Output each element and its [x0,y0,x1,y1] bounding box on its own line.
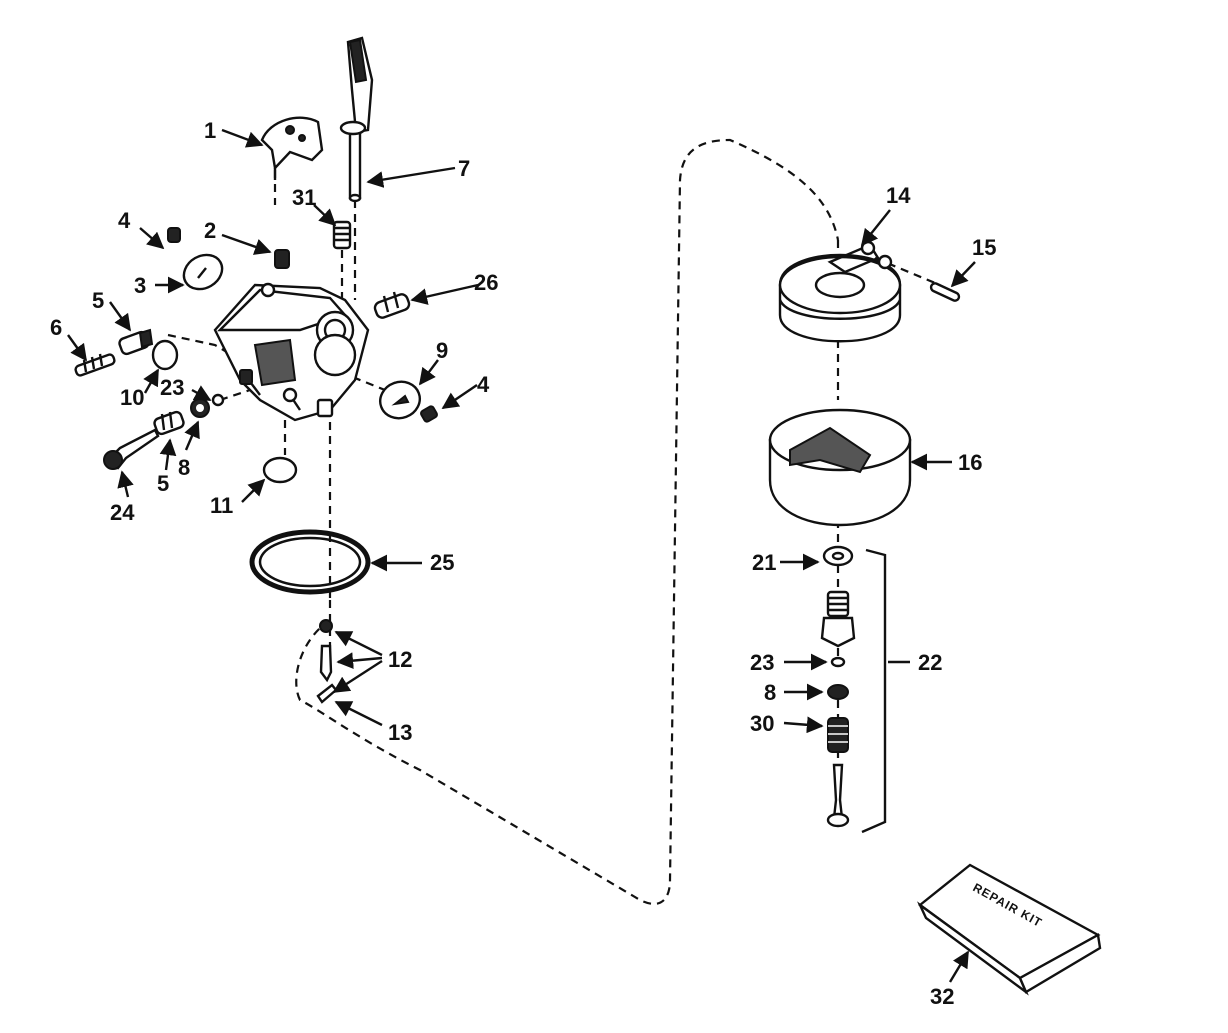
spring-part-5-lower [153,410,185,436]
label-6: 6 [50,315,62,340]
choke-shaft-part [339,36,374,203]
washer-part-8-right [827,684,849,700]
carburetor-body-part [213,282,370,422]
float-pin-part [929,282,961,302]
label-13: 13 [388,720,412,745]
washer-part-8-left [190,398,210,418]
label-2: 2 [204,218,216,243]
main-jet-needle-part [826,763,850,828]
label-4-left: 4 [118,208,131,233]
label-5-upper: 5 [92,288,104,313]
spring-part-31 [332,220,352,250]
spring-part-5-upper [118,328,154,356]
spring-part-2 [274,249,290,269]
washer-part-21 [822,545,854,567]
label-7: 7 [458,156,470,181]
screw-part-4-right [420,405,438,423]
label-24: 24 [110,500,135,525]
repair-kit-part: REPAIR KIT [916,863,1102,996]
label-15: 15 [972,235,996,260]
float-part-14 [778,240,902,343]
label-10: 10 [120,385,144,410]
label-8-right: 8 [764,680,776,705]
label-25: 25 [430,550,454,575]
bowl-gasket-part [249,529,371,595]
bowl-nut-part [820,590,856,648]
leader-arrows [67,128,976,983]
choke-plate-part [379,380,421,420]
label-4-right: 4 [477,372,490,397]
label-31: 31 [292,185,316,210]
bracket-22 [861,548,887,834]
part-labels: 1 7 31 2 4 3 26 5 6 9 10 23 4 8 5 24 11 … [50,118,996,1009]
label-32: 32 [930,984,954,1009]
screw-part-4-left [167,227,181,243]
label-9: 9 [436,338,448,363]
throttle-plate-part [182,253,224,291]
o-ring-part-23-left [211,393,225,407]
label-12: 12 [388,647,412,672]
label-3: 3 [134,273,146,298]
label-8-left: 8 [178,455,190,480]
float-bowl-part [768,408,912,527]
label-14: 14 [886,183,911,208]
idle-screw-part [74,353,116,377]
inlet-needle-parts [319,619,333,683]
label-5-lower: 5 [157,471,169,496]
label-11: 11 [210,493,233,518]
spring-part-30 [827,717,849,753]
fuel-pipe-part [373,291,411,319]
o-ring-part-23-right [830,656,846,668]
label-30: 30 [750,711,774,736]
label-21: 21 [752,550,776,575]
clip-part-13 [316,683,338,704]
label-23-left: 23 [160,375,184,400]
label-16: 16 [958,450,982,475]
mixture-screw-part [103,428,160,470]
label-22: 22 [918,650,942,675]
welch-plug-part [151,339,179,371]
plug-part-11 [262,456,298,484]
label-1: 1 [204,118,216,143]
throttle-bracket-part [260,116,324,180]
label-26: 26 [474,270,498,295]
label-23-right: 23 [750,650,774,675]
